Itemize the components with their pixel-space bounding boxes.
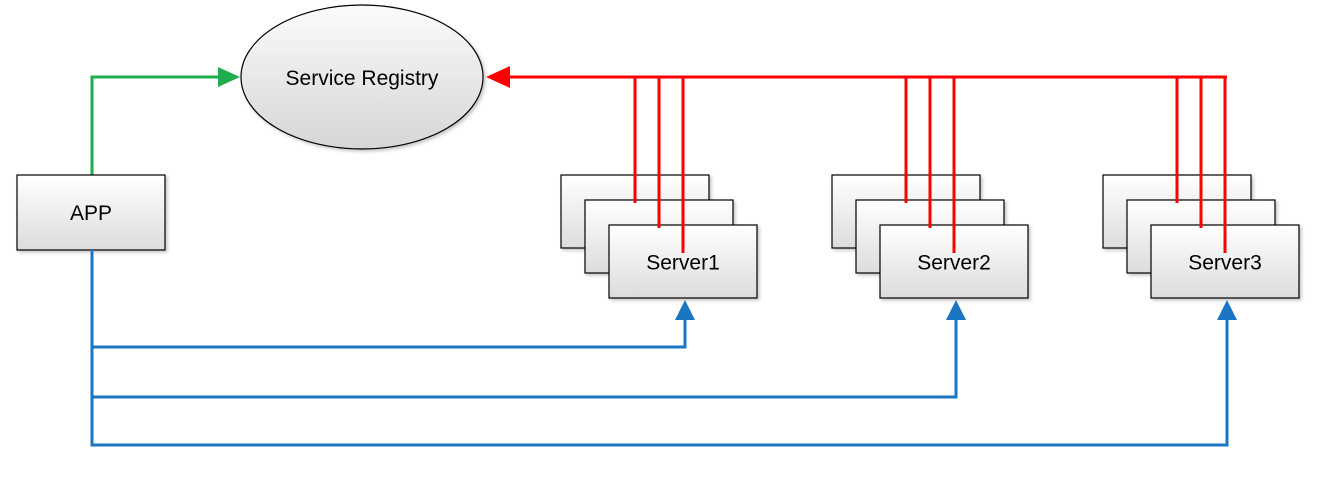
server3-label: Server3 [1188,252,1262,275]
app-to-server2-arrowhead [946,300,966,320]
server1-label: Server1 [646,252,720,275]
registration-bus-arrowhead [486,66,510,88]
server2-label: Server2 [917,252,991,275]
app-to-servers-connectors [90,250,1237,447]
service-registry-ellipse [240,4,484,150]
service-registry-node: Service Registry [240,4,484,150]
service-registry-label: Service Registry [286,67,439,90]
app-to-registry-arrowhead [218,67,240,87]
app-to-server3-arrowhead [1217,300,1237,320]
app-to-server3-line [90,250,1229,447]
app-to-server2-line [90,250,958,399]
server1-instance-box [608,224,758,299]
app-node: APP [16,174,166,251]
app-to-registry-connector [90,67,240,178]
app-box [16,174,166,251]
app-to-server1-arrowhead [675,300,695,320]
server-registration-connectors [486,66,1227,253]
app-label: APP [70,202,112,225]
app-to-registry-line [90,75,220,178]
